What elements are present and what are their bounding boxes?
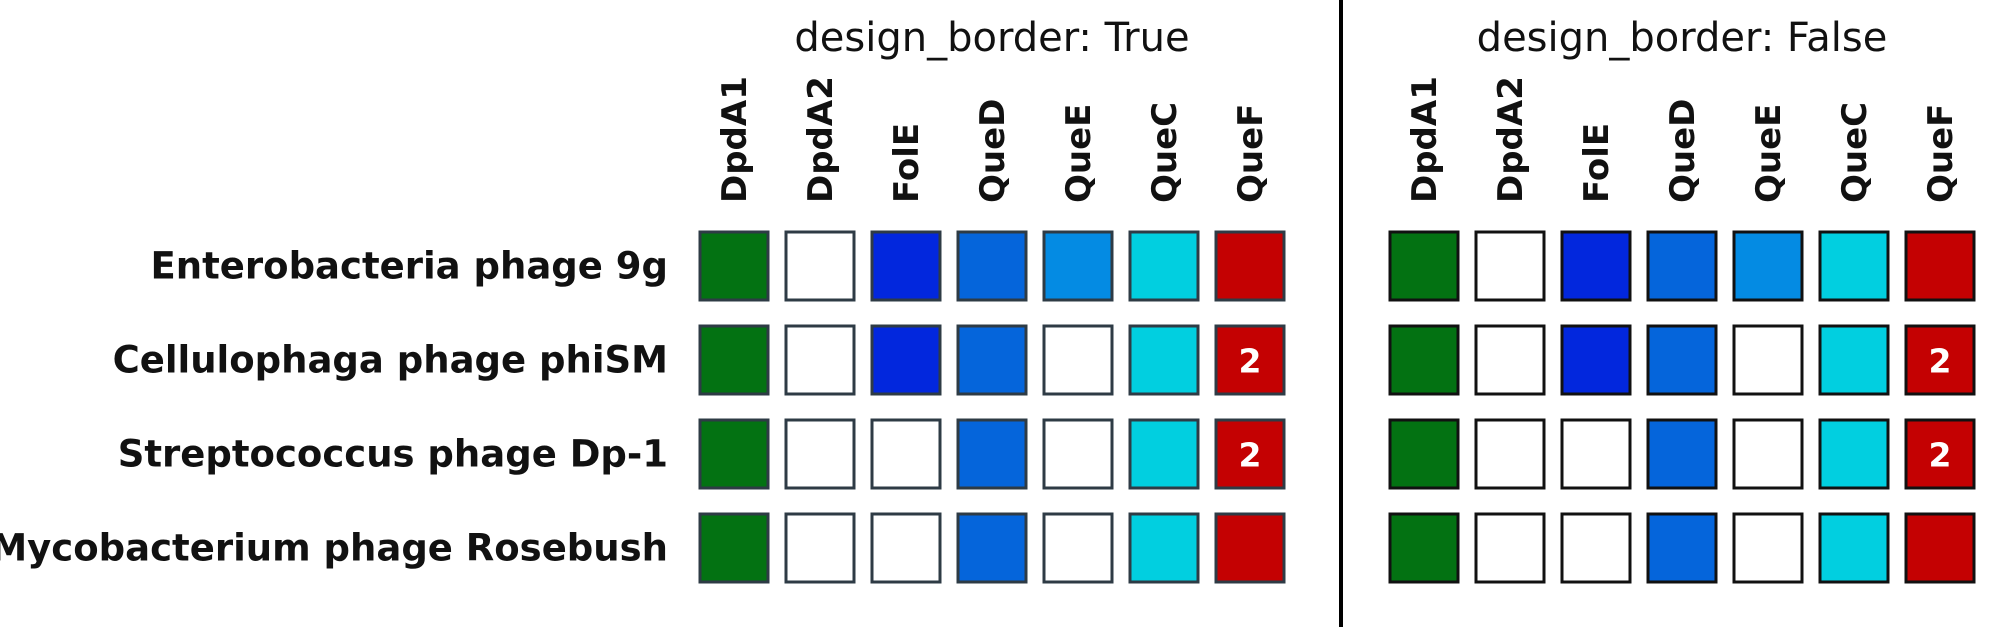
- column-label-quee: QueE: [1749, 104, 1789, 203]
- cell-streptococcus-phage-dp-1-fole: [1560, 418, 1632, 490]
- cell-cellulophaga-phage-phism-qued: [956, 324, 1028, 396]
- cell-cellulophaga-phage-phism-quec: [1818, 324, 1890, 396]
- cell-streptococcus-phage-dp-1-qued: [1646, 418, 1718, 490]
- cell-cellulophaga-phage-phism-dpda1: [1388, 324, 1460, 396]
- cell-mycobacterium-phage-rosebush-fole: [1560, 512, 1632, 584]
- cell-mycobacterium-phage-rosebush-qued: [956, 512, 1028, 584]
- cell-mycobacterium-phage-rosebush-qued: [1646, 512, 1718, 584]
- cell-count-label: 2: [1929, 436, 1952, 475]
- cell-mycobacterium-phage-rosebush-quec: [1128, 512, 1200, 584]
- cell-mycobacterium-phage-rosebush-fole: [870, 512, 942, 584]
- row-label-streptococcus-phage-dp-1: Streptococcus phage Dp-1: [118, 433, 668, 476]
- cell-cellulophaga-phage-phism-quee: [1732, 324, 1804, 396]
- row-label-mycobacterium-phage-rosebush: Mycobacterium phage Rosebush: [0, 527, 668, 570]
- cell-cellulophaga-phage-phism-fole: [870, 324, 942, 396]
- panel-title: design_border: False: [1477, 15, 1888, 61]
- cell-streptococcus-phage-dp-1-fole: [870, 418, 942, 490]
- row-label-enterobacteria-phage-9g: Enterobacteria phage 9g: [151, 245, 669, 288]
- panel-title: design_border: True: [794, 15, 1189, 61]
- cell-count-label: 2: [1239, 342, 1262, 381]
- column-label-quec: QueC: [1145, 102, 1185, 203]
- column-label-quec: QueC: [1835, 102, 1875, 203]
- cell-cellulophaga-phage-phism-quee: [1042, 324, 1114, 396]
- cell-cellulophaga-phage-phism-fole: [1560, 324, 1632, 396]
- cell-enterobacteria-phage-9g-dpda2: [1474, 230, 1546, 302]
- column-label-dpda1: DpdA1: [1405, 76, 1445, 203]
- cell-enterobacteria-phage-9g-quef: [1904, 230, 1976, 302]
- cell-enterobacteria-phage-9g-qued: [1646, 230, 1718, 302]
- cell-cellulophaga-phage-phism-dpda2: [784, 324, 856, 396]
- cell-cellulophaga-phage-phism-quec: [1128, 324, 1200, 396]
- column-label-fole: FolE: [1577, 123, 1617, 203]
- cell-enterobacteria-phage-9g-dpda1: [698, 230, 770, 302]
- cell-enterobacteria-phage-9g-qued: [956, 230, 1028, 302]
- column-label-dpda1: DpdA1: [715, 76, 755, 203]
- cell-mycobacterium-phage-rosebush-quee: [1042, 512, 1114, 584]
- cell-enterobacteria-phage-9g-fole: [870, 230, 942, 302]
- column-label-qued: QueD: [1663, 99, 1703, 203]
- cell-enterobacteria-phage-9g-fole: [1560, 230, 1632, 302]
- cell-streptococcus-phage-dp-1-quef: [1904, 418, 1976, 490]
- cell-enterobacteria-phage-9g-dpda1: [1388, 230, 1460, 302]
- cell-mycobacterium-phage-rosebush-quef: [1214, 512, 1286, 584]
- column-label-quee: QueE: [1059, 104, 1099, 203]
- column-label-quef: QueF: [1921, 104, 1961, 203]
- cell-mycobacterium-phage-rosebush-quee: [1732, 512, 1804, 584]
- cell-streptococcus-phage-dp-1-quec: [1818, 418, 1890, 490]
- cell-streptococcus-phage-dp-1-dpda2: [1474, 418, 1546, 490]
- cell-enterobacteria-phage-9g-quec: [1818, 230, 1890, 302]
- cell-count-label: 2: [1929, 342, 1952, 381]
- cell-streptococcus-phage-dp-1-qued: [956, 418, 1028, 490]
- row-labels: Enterobacteria phage 9g Cellulophaga phag…: [0, 245, 668, 570]
- cell-streptococcus-phage-dp-1-dpda1: [1388, 418, 1460, 490]
- cell-count-label: 2: [1239, 436, 1262, 475]
- cell-streptococcus-phage-dp-1-quec: [1128, 418, 1200, 490]
- cell-mycobacterium-phage-rosebush-dpda2: [784, 512, 856, 584]
- cell-enterobacteria-phage-9g-quec: [1128, 230, 1200, 302]
- cell-cellulophaga-phage-phism-dpda2: [1474, 324, 1546, 396]
- cell-streptococcus-phage-dp-1-quee: [1732, 418, 1804, 490]
- cell-mycobacterium-phage-rosebush-dpda2: [1474, 512, 1546, 584]
- cell-enterobacteria-phage-9g-quee: [1042, 230, 1114, 302]
- column-label-fole: FolE: [887, 123, 927, 203]
- cell-cellulophaga-phage-phism-dpda1: [698, 324, 770, 396]
- cell-mycobacterium-phage-rosebush-dpda1: [698, 512, 770, 584]
- cell-streptococcus-phage-dp-1-dpda1: [698, 418, 770, 490]
- column-label-dpda2: DpdA2: [801, 76, 841, 203]
- cell-streptococcus-phage-dp-1-dpda2: [784, 418, 856, 490]
- row-label-cellulophaga-phage-phism: Cellulophaga phage phiSM: [113, 339, 668, 382]
- cell-enterobacteria-phage-9g-quee: [1732, 230, 1804, 302]
- cell-cellulophaga-phage-phism-quef: [1904, 324, 1976, 396]
- cell-mycobacterium-phage-rosebush-quec: [1818, 512, 1890, 584]
- cell-cellulophaga-phage-phism-quef: [1214, 324, 1286, 396]
- cell-enterobacteria-phage-9g-dpda2: [784, 230, 856, 302]
- cell-streptococcus-phage-dp-1-quef: [1214, 418, 1286, 490]
- column-label-dpda2: DpdA2: [1491, 76, 1531, 203]
- cell-mycobacterium-phage-rosebush-quef: [1904, 512, 1976, 584]
- cell-enterobacteria-phage-9g-quef: [1214, 230, 1286, 302]
- column-label-quef: QueF: [1231, 104, 1271, 203]
- column-label-qued: QueD: [973, 99, 1013, 203]
- cell-mycobacterium-phage-rosebush-dpda1: [1388, 512, 1460, 584]
- cell-cellulophaga-phage-phism-qued: [1646, 324, 1718, 396]
- cell-streptococcus-phage-dp-1-quee: [1042, 418, 1114, 490]
